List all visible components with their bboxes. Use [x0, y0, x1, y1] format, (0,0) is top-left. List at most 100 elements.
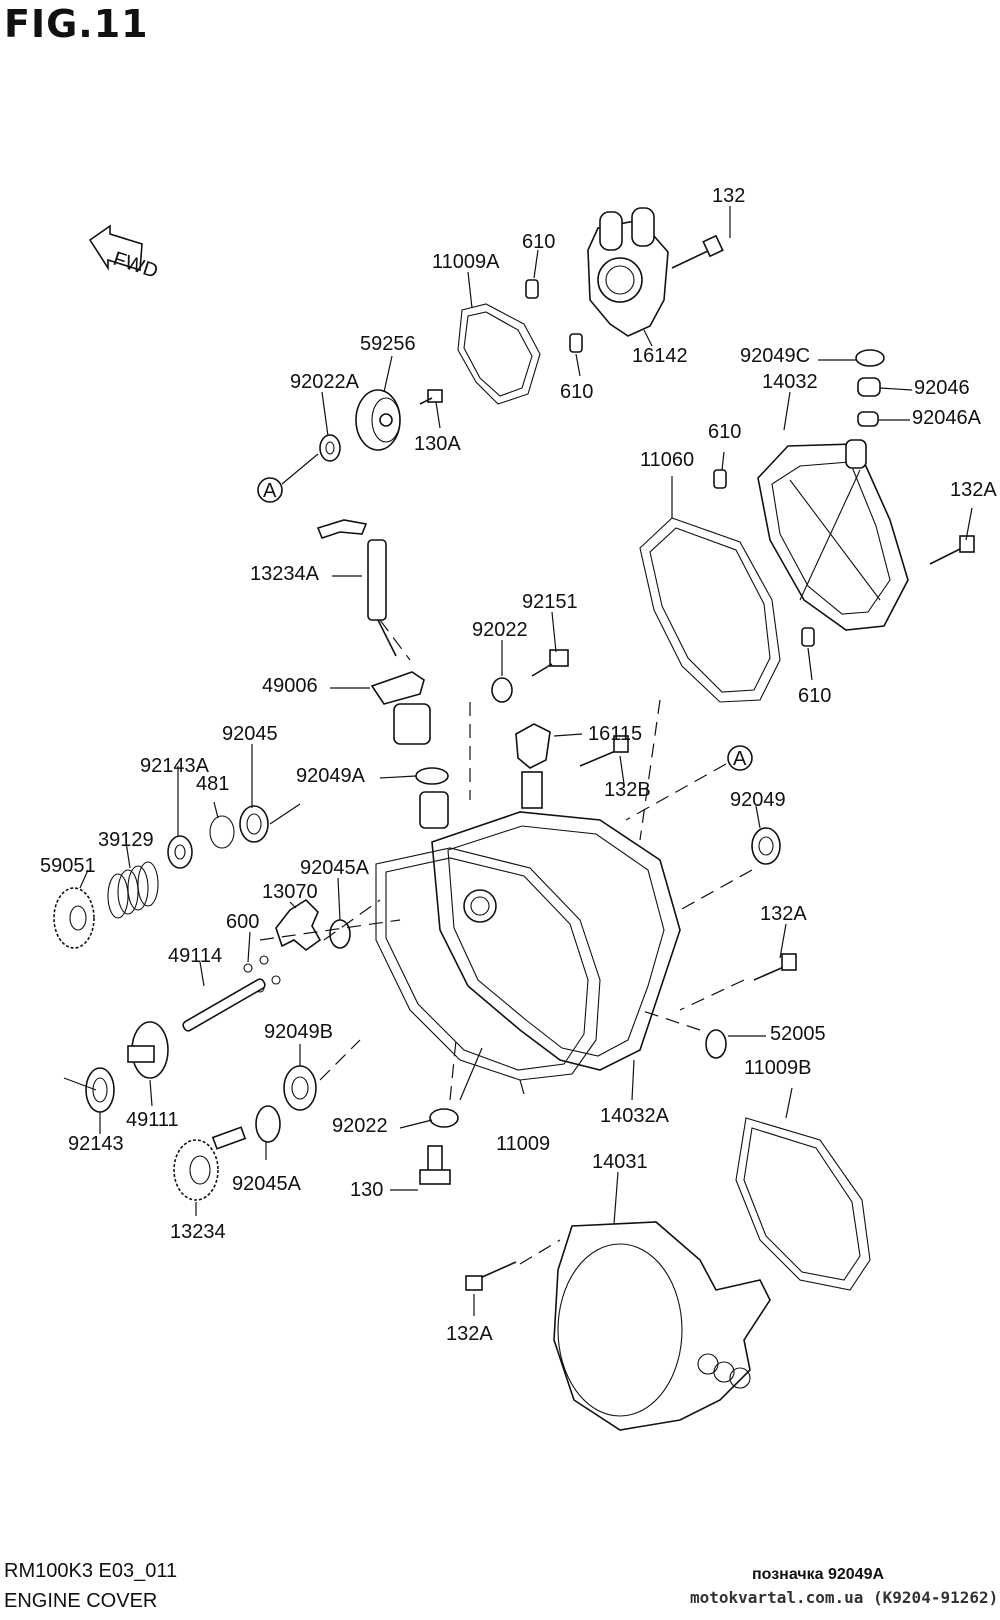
label-39129: 39129: [98, 829, 154, 851]
washer-92022-lower: [429, 1108, 459, 1128]
label-13234A: 13234A: [250, 563, 320, 585]
label-92143A: 92143A: [140, 755, 210, 777]
label-49111: 49111: [126, 1109, 179, 1131]
label-13070: 13070: [262, 881, 318, 903]
label-16115: 16115: [588, 723, 642, 745]
circlip-481: [209, 815, 235, 849]
bolt-132A-bottom: [465, 1261, 517, 1291]
leader-lines: [63, 206, 973, 1316]
bolt-132A-middle: [753, 953, 797, 981]
label-92046: 92046: [914, 377, 970, 399]
cap-92046: [857, 377, 881, 397]
gasket-11060: [639, 517, 781, 703]
gear-59051: [53, 887, 95, 949]
label-16142: 16142: [632, 345, 688, 367]
washer-92022-upper: [491, 677, 513, 703]
label-49114: 49114: [168, 945, 222, 967]
label-130: 130: [350, 1179, 383, 1201]
cap-92046A: [857, 411, 879, 427]
bolt-130A: [419, 389, 443, 405]
shaft-13234A: [316, 519, 397, 657]
figure-title: FIG.11: [4, 2, 149, 46]
label-11009: 11009: [496, 1133, 550, 1155]
label-92022-lower: 92022: [332, 1115, 388, 1137]
label-14031: 14031: [592, 1151, 648, 1173]
gasket-11009A: [457, 303, 541, 405]
label-13234: 13234: [170, 1221, 226, 1243]
label-130A: 130A: [414, 433, 461, 455]
washer-92049A: [415, 767, 449, 785]
label-92049B: 92049B: [264, 1021, 333, 1043]
label-92049C: 92049C: [740, 345, 810, 367]
svg-text:A: A: [263, 480, 277, 502]
label-610-d: 610: [798, 685, 831, 707]
dowel-pin-610-a: [525, 279, 539, 299]
label-92143: 92143: [68, 1133, 124, 1155]
bolt-130: [419, 1145, 451, 1185]
fwd-label: FWD: [110, 248, 160, 283]
label-92022A: 92022A: [290, 371, 360, 393]
part-labels: 132 610 11009A 16142 610 59256 92022A 13…: [40, 185, 997, 1345]
label-600: 600: [226, 911, 259, 933]
label-59256: 59256: [360, 333, 416, 355]
label-52005: 52005: [770, 1023, 826, 1045]
label-92022-upper: 92022: [472, 619, 528, 641]
label-14032: 14032: [762, 371, 818, 393]
gasket-11009: [375, 847, 601, 1081]
bolt-132A-right: [929, 535, 975, 565]
bearing-92045A-lower: [255, 1105, 281, 1143]
magneto-cover-14031: [553, 1221, 771, 1431]
svg-text:A: A: [733, 748, 747, 770]
label-11060: 11060: [640, 449, 694, 471]
label-610-c: 610: [708, 421, 741, 443]
label-92045A-lower: 92045A: [232, 1173, 302, 1195]
label-92049: 92049: [730, 789, 786, 811]
assembly-lines: [259, 619, 753, 1265]
label-92046A: 92046A: [912, 407, 982, 429]
fwd-arrow-icon: FWD: [88, 224, 161, 283]
washer-92049C: [855, 349, 885, 367]
drain-bolt-92151: [531, 649, 569, 677]
spring-39129: [107, 861, 159, 919]
plug-52005: [705, 1029, 727, 1059]
highlight-note: позначка 92049A: [752, 1566, 885, 1583]
source-watermark: motokvartal.com.ua (K9204-91262): [690, 1588, 999, 1607]
dowel-pin-610-b: [569, 333, 583, 353]
label-92045: 92045: [222, 723, 278, 745]
label-610-b: 610: [560, 381, 593, 403]
label-132A-right: 132A: [950, 479, 997, 501]
label-132: 132: [712, 185, 745, 207]
crankcase-cover-14032A: [419, 771, 681, 1071]
clutch-cover-14032: [757, 439, 909, 631]
gear-13234: [173, 1126, 247, 1201]
governor-49006: [370, 671, 431, 745]
model-code: RM100K3 E03_011: [4, 1560, 178, 1582]
label-132A-middle: 132A: [760, 903, 807, 925]
dowel-pin-610-d: [801, 627, 815, 647]
bolt-132: [671, 234, 724, 269]
filler-cap-16115: [515, 723, 551, 769]
impeller-13070: [275, 898, 322, 952]
washer-92143A: [167, 835, 193, 869]
label-92151: 92151: [522, 591, 578, 613]
bearing-92049B: [283, 1065, 317, 1111]
label-132B: 132B: [604, 779, 651, 801]
label-14032A: 14032A: [600, 1105, 670, 1127]
callout-a-right: A: [727, 745, 753, 771]
label-49006: 49006: [262, 675, 318, 697]
label-132A-bottom: 132A: [446, 1323, 493, 1345]
callout-a-left: A: [257, 477, 283, 503]
bolt-132B: [579, 735, 629, 767]
label-92049A: 92049A: [296, 765, 366, 787]
pin-49114: [182, 978, 266, 1032]
washer-92022A: [319, 434, 341, 462]
impeller-59256: [355, 389, 401, 451]
label-11009A: 11009A: [432, 251, 500, 273]
label-481: 481: [196, 773, 229, 795]
seal-92049: [751, 827, 781, 865]
seal-92143: [85, 1067, 115, 1113]
gasket-11009B: [735, 1117, 871, 1291]
water-pump-cover-16142: [587, 207, 669, 337]
label-59051: 59051: [40, 855, 96, 877]
